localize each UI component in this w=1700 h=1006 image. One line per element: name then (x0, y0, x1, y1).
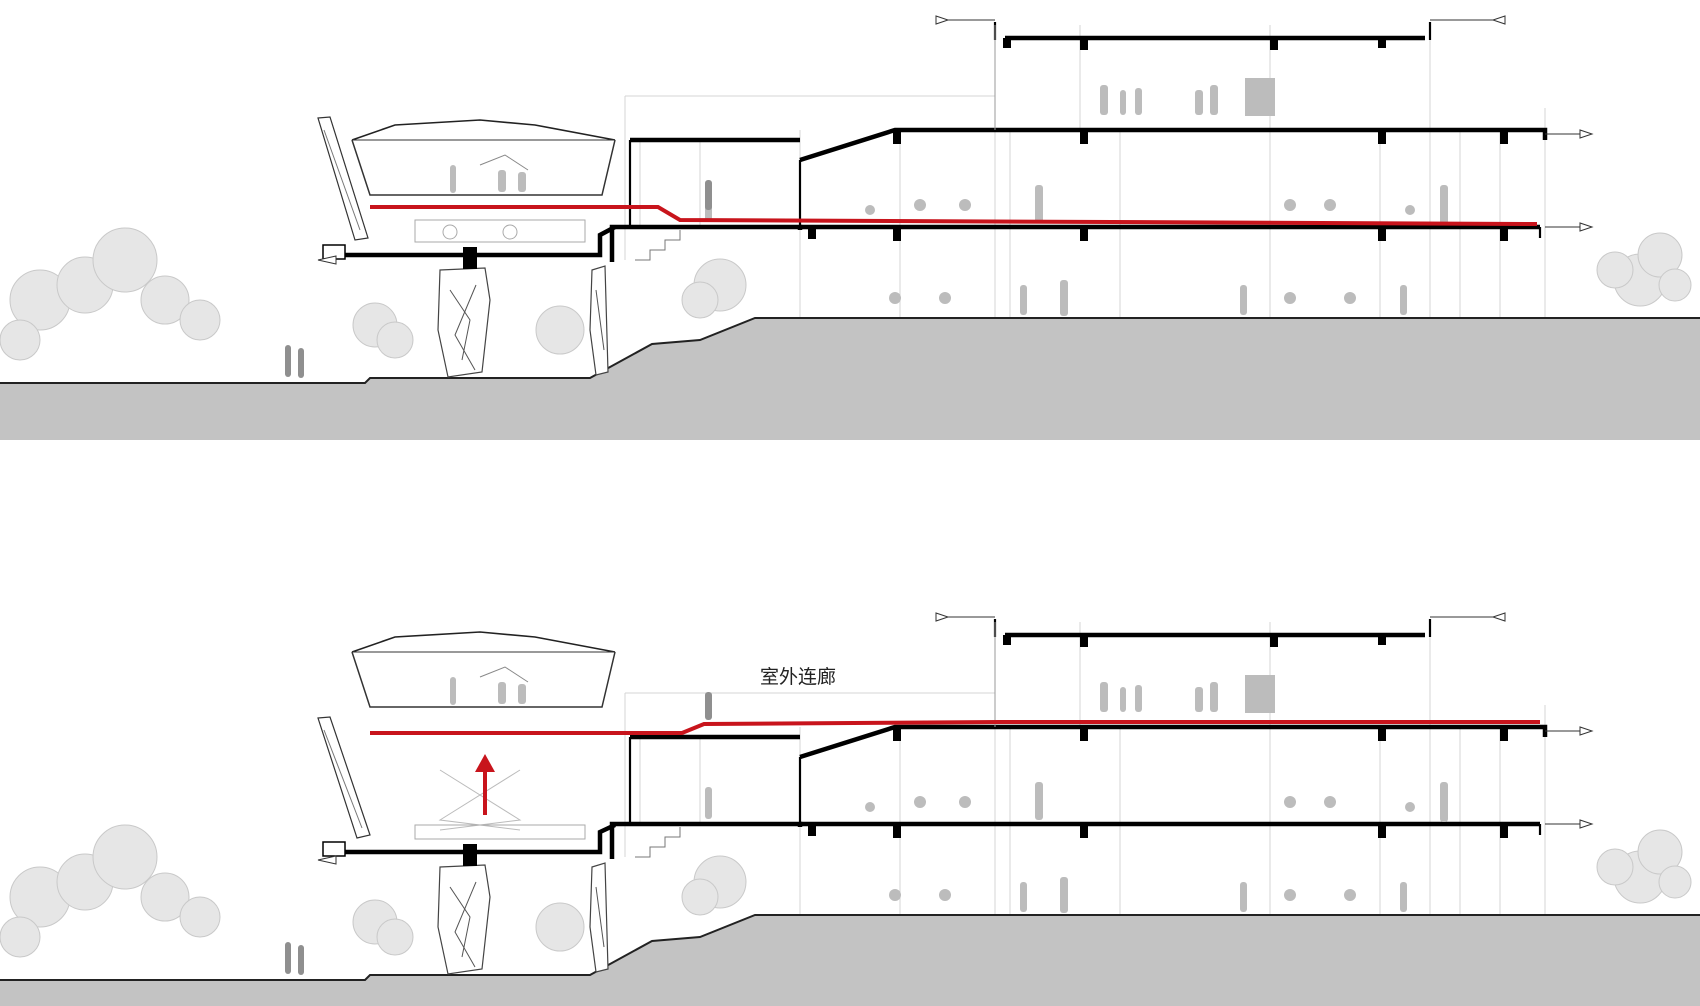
section-before (0, 16, 1700, 440)
section-after (0, 613, 1700, 1006)
section-after-pavilion (351, 631, 616, 708)
circulation-path-after (370, 720, 1540, 735)
outdoor-corridor-label: 室外连廊 (760, 666, 836, 688)
circulation-path-before (370, 205, 1538, 226)
arrow-up-icon (475, 754, 495, 815)
section-after-details: 室外连廊 (317, 666, 1540, 865)
